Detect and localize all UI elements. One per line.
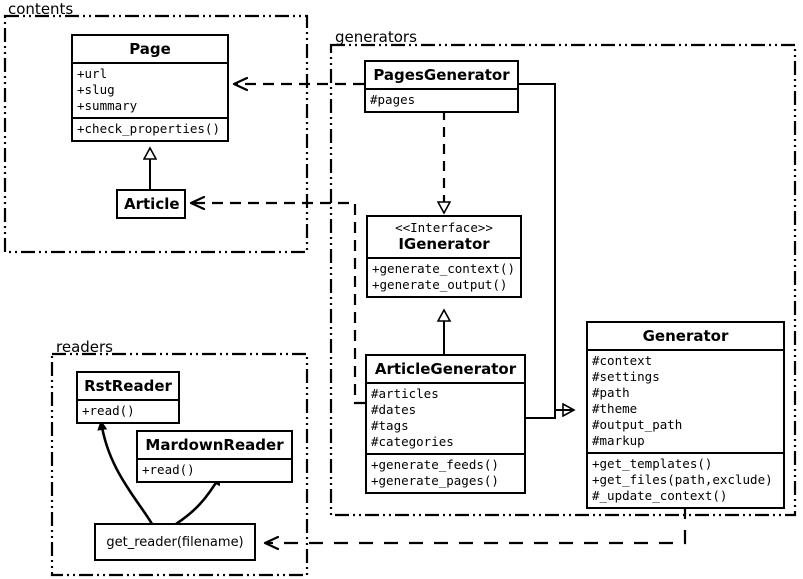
attribute-row: #pages [370, 92, 416, 107]
class-stereotype-igenerator: <<Interface>> [395, 220, 493, 235]
attribute-row: +summary [77, 98, 138, 113]
attribute-row: +slug [77, 82, 115, 97]
class-operations-articlegenerator: +generate_feeds() +generate_pages() [367, 453, 524, 492]
attribute-row: #settings [592, 369, 660, 384]
class-box-page[interactable]: Page +url +slug +summary +check_properti… [71, 34, 229, 142]
operation-row: +get_files(path,exclude) [592, 472, 773, 487]
function-label-get-reader: get_reader(filename) [106, 534, 244, 550]
class-title-generator: Generator [642, 327, 729, 345]
class-box-pagesgenerator[interactable]: PagesGenerator #pages [364, 60, 519, 113]
package-label-contents: contents [6, 0, 76, 18]
relation-generator-depends-getreader [265, 505, 687, 543]
class-title-page: Page [129, 40, 171, 58]
class-operations-mardownreader: +read() [138, 458, 291, 481]
operation-row: +read() [82, 403, 135, 418]
operation-row: +generate_output() [372, 277, 508, 292]
class-attributes-generator: #context #settings #path #theme #output_… [588, 349, 783, 452]
package-label-generators: generators [333, 28, 419, 46]
relation-getreader-uses-mardownreader [175, 475, 222, 526]
class-operations-igenerator: +generate_context() +generate_output() [368, 257, 520, 296]
class-title-igenerator: IGenerator [398, 235, 490, 253]
class-attributes-articlegenerator: #articles #dates #tags #categories [367, 382, 524, 453]
class-title-pagesgenerator: PagesGenerator [373, 66, 510, 84]
class-attributes-page: +url +slug +summary [73, 62, 227, 117]
package-label-readers: readers [54, 338, 115, 356]
function-box-get-reader[interactable]: get_reader(filename) [94, 523, 256, 561]
class-box-articlegenerator[interactable]: ArticleGenerator #articles #dates #tags … [365, 354, 526, 494]
class-title-rstreader: RstReader [84, 377, 172, 395]
relation-pagesgenerator-generalizes-generator [519, 83, 574, 410]
operation-row: #_update_context() [592, 488, 728, 503]
class-title-articlegenerator: ArticleGenerator [374, 360, 517, 378]
attribute-row: #markup [592, 433, 645, 448]
attribute-row: #context [592, 353, 653, 368]
class-title-article: Article [124, 195, 180, 213]
relation-articlegenerator-depends-article [191, 203, 365, 405]
class-box-article[interactable]: Article [116, 189, 186, 219]
class-box-rstreader[interactable]: RstReader +read() [76, 371, 180, 424]
attribute-row: #output_path [592, 417, 683, 432]
attribute-row: +url [77, 66, 108, 81]
operation-row: +check_properties() [77, 121, 220, 136]
class-box-generator[interactable]: Generator #context #settings #path #them… [586, 321, 785, 509]
class-box-igenerator[interactable]: <<Interface>> IGenerator +generate_conte… [366, 215, 522, 298]
attribute-row: #dates [371, 402, 417, 417]
attribute-row: #articles [371, 386, 439, 401]
class-operations-generator: +get_templates() +get_files(path,exclude… [588, 452, 783, 507]
attribute-row: #path [592, 385, 630, 400]
class-attributes-pagesgenerator: #pages [366, 88, 517, 111]
operation-row: +read() [142, 462, 195, 477]
class-operations-rstreader: +read() [78, 399, 178, 422]
class-title-mardownreader: MardownReader [145, 436, 284, 454]
class-operations-page: +check_properties() [73, 117, 227, 140]
operation-row: +generate_feeds() [371, 457, 499, 472]
operation-row: +generate_context() [372, 261, 515, 276]
attribute-row: #tags [371, 418, 409, 433]
operation-row: +get_templates() [592, 456, 713, 471]
attribute-row: #categories [371, 434, 454, 449]
attribute-row: #theme [592, 401, 638, 416]
operation-row: +generate_pages() [371, 473, 499, 488]
relation-articlegenerator-generalizes-generator [526, 409, 574, 419]
class-box-mardownreader[interactable]: MardownReader +read() [136, 430, 293, 483]
